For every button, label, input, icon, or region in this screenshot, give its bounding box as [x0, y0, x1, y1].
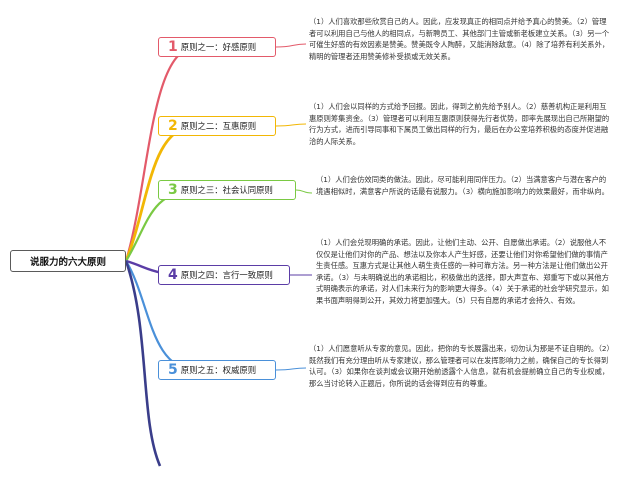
branch-detail-4: （1）人们会兑现明确的承诺。因此，让他们主动、公开、自愿做出承诺。（2）说服他人… [316, 238, 609, 305]
branch-label-5: 原则之五：权威原则 [180, 365, 257, 375]
branch-topic-3[interactable]: 3 原则之三：社会认同原则 [158, 180, 296, 200]
root-topic[interactable]: 说服力的六大原则 [10, 250, 126, 272]
detail-connector-3 [295, 189, 313, 194]
branch-line-6 [124, 260, 162, 467]
branch-number-3: 3 [168, 182, 178, 198]
branch-number-1: 1 [168, 39, 178, 55]
branch-detail-2: （1）人们会以同样的方式给予回报。因此，得到之前先给予别人。（2）慈善机构正是利… [309, 102, 610, 146]
branch-number-2: 2 [168, 118, 178, 134]
detail-connector-5 [275, 367, 307, 371]
detail-connector-1 [275, 43, 307, 48]
branch-topic-4[interactable]: 4 原则之四：言行一致原则 [158, 265, 290, 285]
branch-detail-5: （1）人们愿意听从专家的意见。因此，把你的专长展露出来，切勿认为那是不证自明的。… [309, 344, 611, 388]
branch-detail-3: （1）人们会仿效同类的做法。因此，尽可能利用同伴压力。（2）当满意客户与潜在客户… [316, 175, 609, 196]
detail-connector-2 [275, 123, 307, 127]
branch-topic-2[interactable]: 2 原则之二：互惠原则 [158, 116, 276, 136]
root-topic-label: 说服力的六大原则 [29, 257, 106, 268]
branch-label-2: 原则之二：互惠原则 [180, 121, 257, 131]
branch-detail-1: （1）人们喜欢那些欣赏自己的人。因此，应发现真正的相同点并给予真心的赞美。（2）… [309, 17, 610, 61]
branch-number-4: 4 [168, 267, 178, 283]
branch-topic-5[interactable]: 5 原则之五：权威原则 [158, 360, 276, 380]
branch-label-3: 原则之三：社会认同原则 [180, 185, 273, 195]
branch-topic-1[interactable]: 1 原则之一：好感原则 [158, 37, 276, 57]
branch-label-4: 原则之四：言行一致原则 [180, 270, 273, 280]
branch-number-5: 5 [168, 362, 178, 378]
branch-label-1: 原则之一：好感原则 [180, 42, 257, 52]
